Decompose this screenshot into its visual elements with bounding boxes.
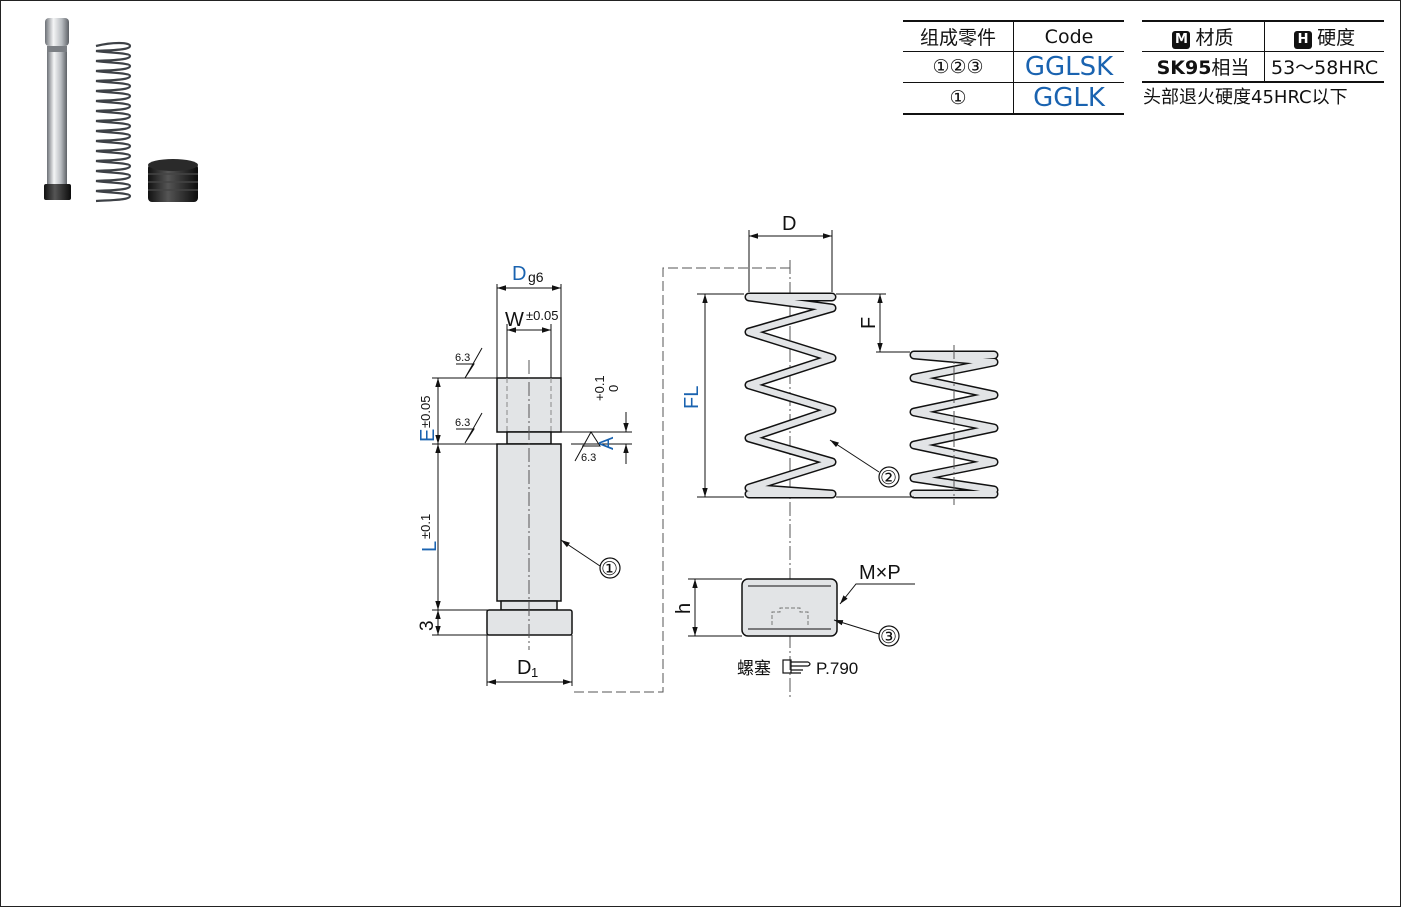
dim-f: F <box>836 293 910 353</box>
callout-circle-spring <box>878 466 900 488</box>
dim-l-label: L <box>419 541 441 552</box>
plug-reference-label: 螺塞 <box>737 659 771 678</box>
spring-free <box>744 292 837 499</box>
hardness-badge-icon: H <box>1294 31 1313 49</box>
dim-fl-label: FL <box>681 386 703 409</box>
hardness-value: 53～58HRC <box>1264 51 1385 83</box>
roughness-value: 6.3 <box>455 352 470 364</box>
dim-head-3: 3 <box>417 610 487 636</box>
material-value: SK95相当 <box>1142 51 1265 83</box>
dim-e-label: E <box>417 429 439 442</box>
hardness-note: 头部退火硬度45HRC以下 <box>1143 87 1348 108</box>
roughness-symbol <box>574 431 601 462</box>
screw-plug <box>741 578 838 637</box>
dim-d-label: D <box>512 263 526 285</box>
callout-circle-pin <box>599 557 621 579</box>
dim-h-label: h <box>673 603 695 614</box>
code-cell: GGLK <box>1013 82 1124 115</box>
assembly-connector-line <box>572 267 790 693</box>
pin-hidden-line <box>506 378 552 432</box>
roughness-value: 6.3 <box>455 417 470 429</box>
material-grade: SK95 <box>1156 57 1212 79</box>
dim-l: L ±0.1 <box>418 444 501 611</box>
dim-e: E ±0.05 <box>417 377 507 445</box>
callout-leader-pin <box>560 539 601 567</box>
parts-cell: ① <box>903 82 1014 115</box>
callout-circle-plug <box>878 625 900 647</box>
dim-w-tolerance: ±0.05 <box>526 308 558 323</box>
hardness-header-label: 硬度 <box>1317 27 1356 49</box>
dim-h: h <box>673 578 742 637</box>
material-header-label: 材质 <box>1195 27 1234 49</box>
dim-d1-label: D <box>517 657 531 679</box>
pointing-hand-icon <box>782 659 811 674</box>
callout-plug-label: ③ <box>880 627 897 648</box>
dim-d-fit: g6 <box>528 269 544 285</box>
roughness-symbol <box>456 347 483 379</box>
code-header: Code <box>1013 20 1124 52</box>
parts-header: 组成零件 <box>903 20 1014 52</box>
dim-fl: FL <box>681 293 744 498</box>
dim-a-tolerance-upper: +0.1 <box>592 375 607 401</box>
plug-reference-page: P.790 <box>816 659 858 678</box>
roughness-value: 6.3 <box>581 452 596 464</box>
code-cell: GGLSK <box>1013 51 1124 83</box>
dim-w-label: W <box>505 309 524 331</box>
dim-d1-subscript: 1 <box>531 665 538 680</box>
photo-pin <box>44 18 71 200</box>
photo-spring <box>95 41 132 203</box>
parts-code-table: 组成零件 Code ①②③ GGLSK ① GGLK <box>903 20 1124 115</box>
dim-spring-d-label: D <box>782 213 796 235</box>
dim-a-label: A <box>596 436 618 450</box>
photo-set-screw <box>148 159 198 202</box>
product-photo <box>44 18 198 203</box>
dim-f-label: F <box>858 317 880 329</box>
dim-w: W ±0.05 <box>505 308 558 378</box>
callout-leader-spring <box>829 439 880 473</box>
dim-d-g6: D g6 <box>496 263 562 378</box>
callout-pin-label: ① <box>601 559 618 580</box>
dim-e-tolerance: ±0.05 <box>418 396 433 428</box>
dim-d1: D 1 <box>486 635 573 686</box>
dim-a-tolerance-lower: 0 <box>606 385 621 392</box>
dim-a: A +0.1 0 <box>561 375 632 464</box>
parts-cell: ①②③ <box>903 51 1014 83</box>
dim-3-label: 3 <box>417 620 438 631</box>
material-badge-icon: M <box>1172 31 1191 49</box>
material-suffix: 相当 <box>1211 57 1250 79</box>
mxp-leader <box>839 583 915 605</box>
roughness-symbol <box>456 412 483 444</box>
dim-mxp-label: M×P <box>859 562 901 584</box>
callout-spring-label: ② <box>880 468 897 489</box>
dim-l-tolerance: ±0.1 <box>418 514 433 539</box>
dim-spring-d: D <box>748 213 833 292</box>
callout-leader-plug <box>833 619 880 635</box>
